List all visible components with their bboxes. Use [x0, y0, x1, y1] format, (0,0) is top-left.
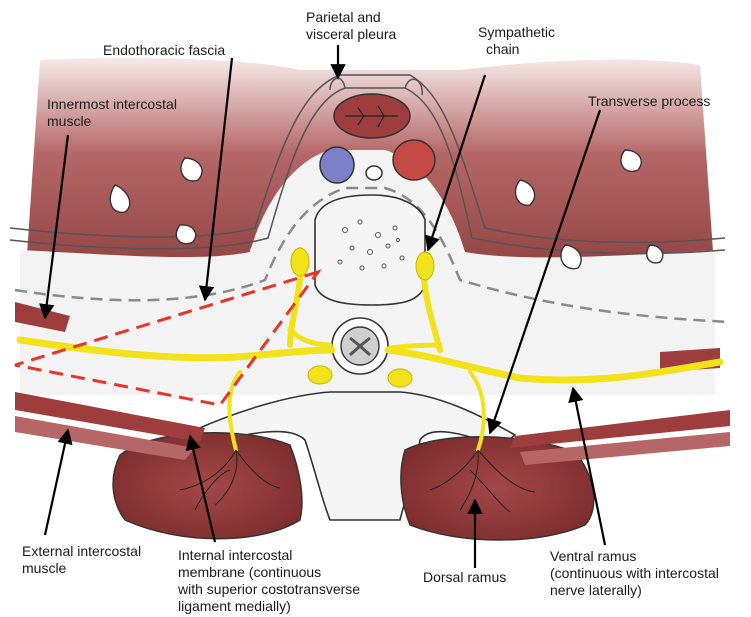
label-line: (continuous with intercostal [550, 565, 719, 582]
dorsal-root-ganglion-left [308, 366, 332, 384]
label-line: membrane (continuous [178, 564, 360, 581]
label-parietal-visceral-pleura: Parietal and visceral pleura [306, 9, 396, 43]
label-line: Transverse process [588, 93, 710, 110]
label-dorsal-ramus: Dorsal ramus [423, 569, 506, 586]
sympathetic-ganglion-left [291, 248, 309, 276]
label-line: Dorsal ramus [423, 569, 506, 586]
label-line: muscle [47, 113, 177, 130]
label-line: with superior costotransverse [178, 581, 360, 598]
thoracic-duct [366, 166, 382, 180]
label-line: Parietal and [306, 9, 396, 26]
label-line: muscle [22, 560, 141, 577]
azygos-vein [320, 147, 354, 183]
arrow-external [45, 430, 68, 535]
aorta [393, 140, 435, 180]
label-line: Innermost intercostal [47, 96, 177, 113]
label-line: visceral pleura [306, 26, 396, 43]
label-line: Sympathetic [478, 24, 555, 41]
label-ventral-ramus: Ventral ramus (continuous with intercost… [550, 548, 719, 599]
label-internal-intercostal-membrane: Internal intercostal membrane (continuou… [178, 547, 360, 615]
label-transverse-process: Transverse process [588, 93, 710, 110]
label-line: chain [478, 41, 555, 58]
label-line: Endothoracic fascia [103, 42, 225, 59]
label-innermost-intercostal: Innermost intercostal muscle [47, 96, 177, 130]
label-external-intercostal: External intercostal muscle [22, 543, 141, 577]
dorsal-root-ganglion-right [388, 369, 412, 387]
label-endothoracic-fascia: Endothoracic fascia [103, 42, 225, 59]
label-sympathetic-chain: Sympathetic chain [478, 24, 555, 58]
label-line: Ventral ramus [550, 548, 719, 565]
sympathetic-ganglion-right [416, 252, 434, 280]
label-line: External intercostal [22, 543, 141, 560]
label-line: ligament medially) [178, 598, 360, 615]
label-line: nerve laterally) [550, 582, 719, 599]
label-line: Internal intercostal [178, 547, 360, 564]
